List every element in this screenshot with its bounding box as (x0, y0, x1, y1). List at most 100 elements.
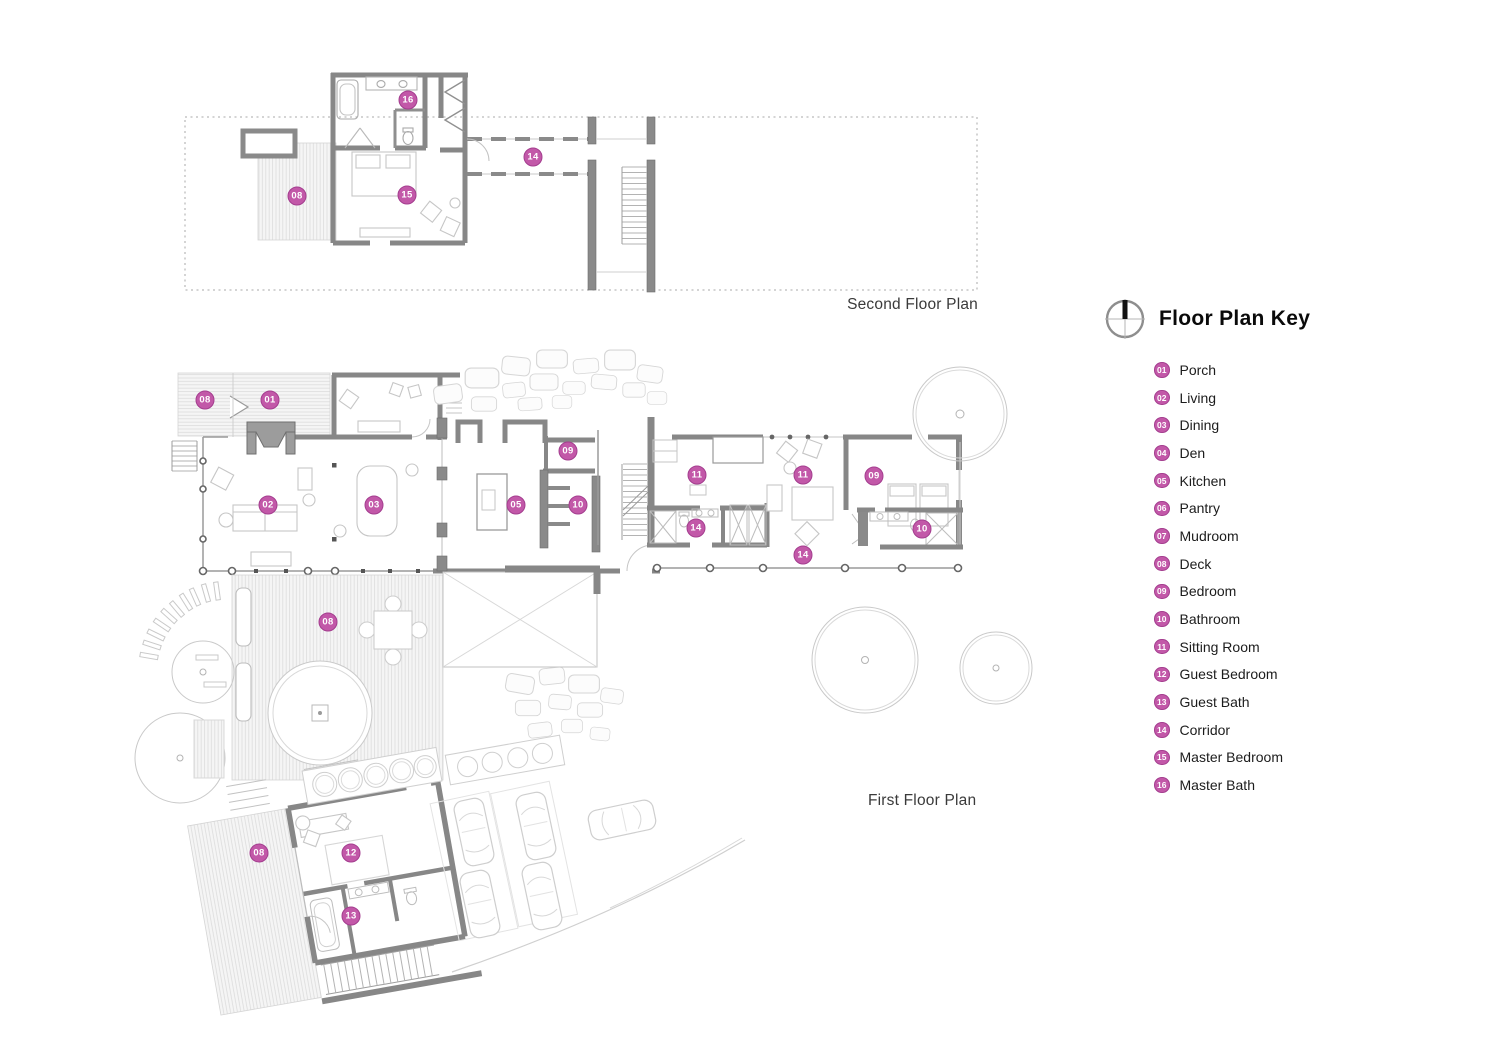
key-item-badge: 06 (1154, 500, 1170, 517)
key-item-08: 08 Deck (1154, 550, 1423, 578)
planter-2 (444, 734, 566, 786)
room-badge-08-first-floor: 08 (249, 843, 269, 863)
key-title: Floor Plan Key (1159, 307, 1311, 330)
key-item-05: 05 Kitchen (1154, 467, 1423, 495)
second-floor-stairs (587, 116, 656, 293)
room-badge-15-second-floor: 15 (397, 185, 417, 205)
key-item-label: Kitchen (1179, 472, 1227, 489)
car (513, 790, 559, 862)
room-badge-10-first-floor: 10 (912, 519, 932, 539)
floor-plan-key: Floor Plan Key 01 Porch 02 Living 03 Dining 04… (1103, 296, 1423, 799)
key-item-badge: 01 (1154, 362, 1170, 378)
mudroom-alcove (502, 419, 548, 443)
key-item-badge: 13 (1154, 694, 1170, 710)
stone-terrace-upper (432, 349, 668, 412)
parking-area (429, 780, 746, 973)
second-floor-corridor (466, 137, 590, 176)
room-badge-05-first-floor: 05 (506, 495, 526, 515)
guest-bath-fixtures (309, 881, 418, 952)
master-bath-fixtures (336, 76, 466, 149)
room-badge-11-first-floor: 11 (687, 465, 707, 485)
key-item-badge: 03 (1154, 417, 1170, 433)
guest-furniture (295, 812, 390, 886)
key-item-badge: 16 (1154, 777, 1170, 793)
first-floor-drawing (134, 349, 1033, 1016)
room-badge-09-first-floor: 09 (864, 466, 884, 486)
key-item-label: Porch (1179, 361, 1217, 378)
key-item-14: 14 Corridor (1154, 716, 1423, 744)
key-item-label: Sitting Room (1179, 638, 1260, 655)
room-badge-03-first-floor: 03 (364, 495, 384, 515)
key-item-badge: 05 (1154, 472, 1170, 489)
room-badge-14-first-floor: 14 (793, 545, 813, 565)
key-item-label: Guest Bedroom (1179, 666, 1278, 683)
room-badge-16-second-floor: 16 (398, 90, 418, 110)
key-item-label: Corridor (1179, 721, 1231, 738)
key-item-badge: 07 (1154, 528, 1170, 544)
key-item-badge: 09 (1154, 583, 1170, 600)
north-arrow-icon (1105, 299, 1145, 339)
key-item-label: Bathroom (1179, 611, 1241, 628)
drive-edge-2 (609, 837, 743, 909)
car (451, 796, 497, 868)
key-item-label: Dining (1179, 417, 1220, 434)
key-item-label: Mudroom (1179, 527, 1239, 544)
deck-planter (240, 128, 298, 159)
room-badge-08-first-floor: 08 (318, 612, 338, 632)
living-wing-walls (198, 421, 433, 576)
room-badge-09-first-floor: 09 (558, 441, 578, 461)
drive-edge (451, 839, 746, 973)
stepping-fan (139, 581, 221, 661)
landscape-left (134, 581, 235, 804)
central-deck (231, 565, 601, 781)
stone-terrace-lower (504, 666, 625, 742)
key-item-16: 16 Master Bath (1154, 771, 1423, 799)
sitting-area-furniture (766, 438, 834, 547)
entry-door (229, 395, 250, 419)
key-item-07: 07 Mudroom (1154, 522, 1423, 550)
den-furniture (338, 381, 423, 433)
second-floor-drawing (184, 72, 978, 293)
key-item-label: Den (1179, 444, 1206, 461)
room-badge-02-first-floor: 02 (258, 495, 278, 515)
key-item-12: 12 Guest Bedroom (1154, 661, 1423, 689)
second-floor-plan-title: Second Floor Plan (847, 296, 978, 313)
key-item-badge: 12 (1154, 666, 1170, 683)
key-item-label: Deck (1179, 555, 1212, 572)
key-item-label: Bedroom (1179, 583, 1237, 600)
room-badge-10-first-floor: 10 (568, 495, 588, 515)
kitchen-block (433, 402, 660, 574)
key-item-badge: 15 (1154, 749, 1170, 766)
pantry-alcove (455, 419, 483, 443)
master-suite-walls (330, 72, 468, 246)
key-item-badge: 08 (1154, 555, 1170, 572)
key-item-badge: 11 (1154, 638, 1170, 655)
room-badge-08-second-floor: 08 (287, 186, 307, 206)
key-item-label: Master Bath (1179, 777, 1255, 794)
room-badge-13-first-floor: 13 (341, 906, 361, 926)
car (519, 860, 565, 932)
planter-1 (301, 746, 443, 806)
room-badge-14-second-floor: 14 (523, 147, 543, 167)
key-item-label: Living (1179, 389, 1217, 406)
guest-deck-hatch (187, 807, 322, 1016)
room-badge-08-first-floor: 08 (195, 390, 215, 410)
key-item-15: 15 Master Bedroom (1154, 744, 1423, 772)
room-badge-14-first-floor: 14 (686, 518, 706, 538)
key-item-10: 10 Bathroom (1154, 605, 1423, 633)
key-item-label: Master Bedroom (1179, 749, 1283, 766)
key-item-badge: 10 (1154, 611, 1170, 627)
side-stair (171, 440, 198, 472)
key-item-badge: 14 (1154, 722, 1170, 738)
key-item-badge: 02 (1154, 389, 1170, 406)
key-item-09: 09 Bedroom (1154, 578, 1423, 606)
key-item-11: 11 Sitting Room (1154, 633, 1423, 661)
stair-hall (597, 417, 655, 572)
key-item-01: 01 Porch (1154, 356, 1423, 384)
